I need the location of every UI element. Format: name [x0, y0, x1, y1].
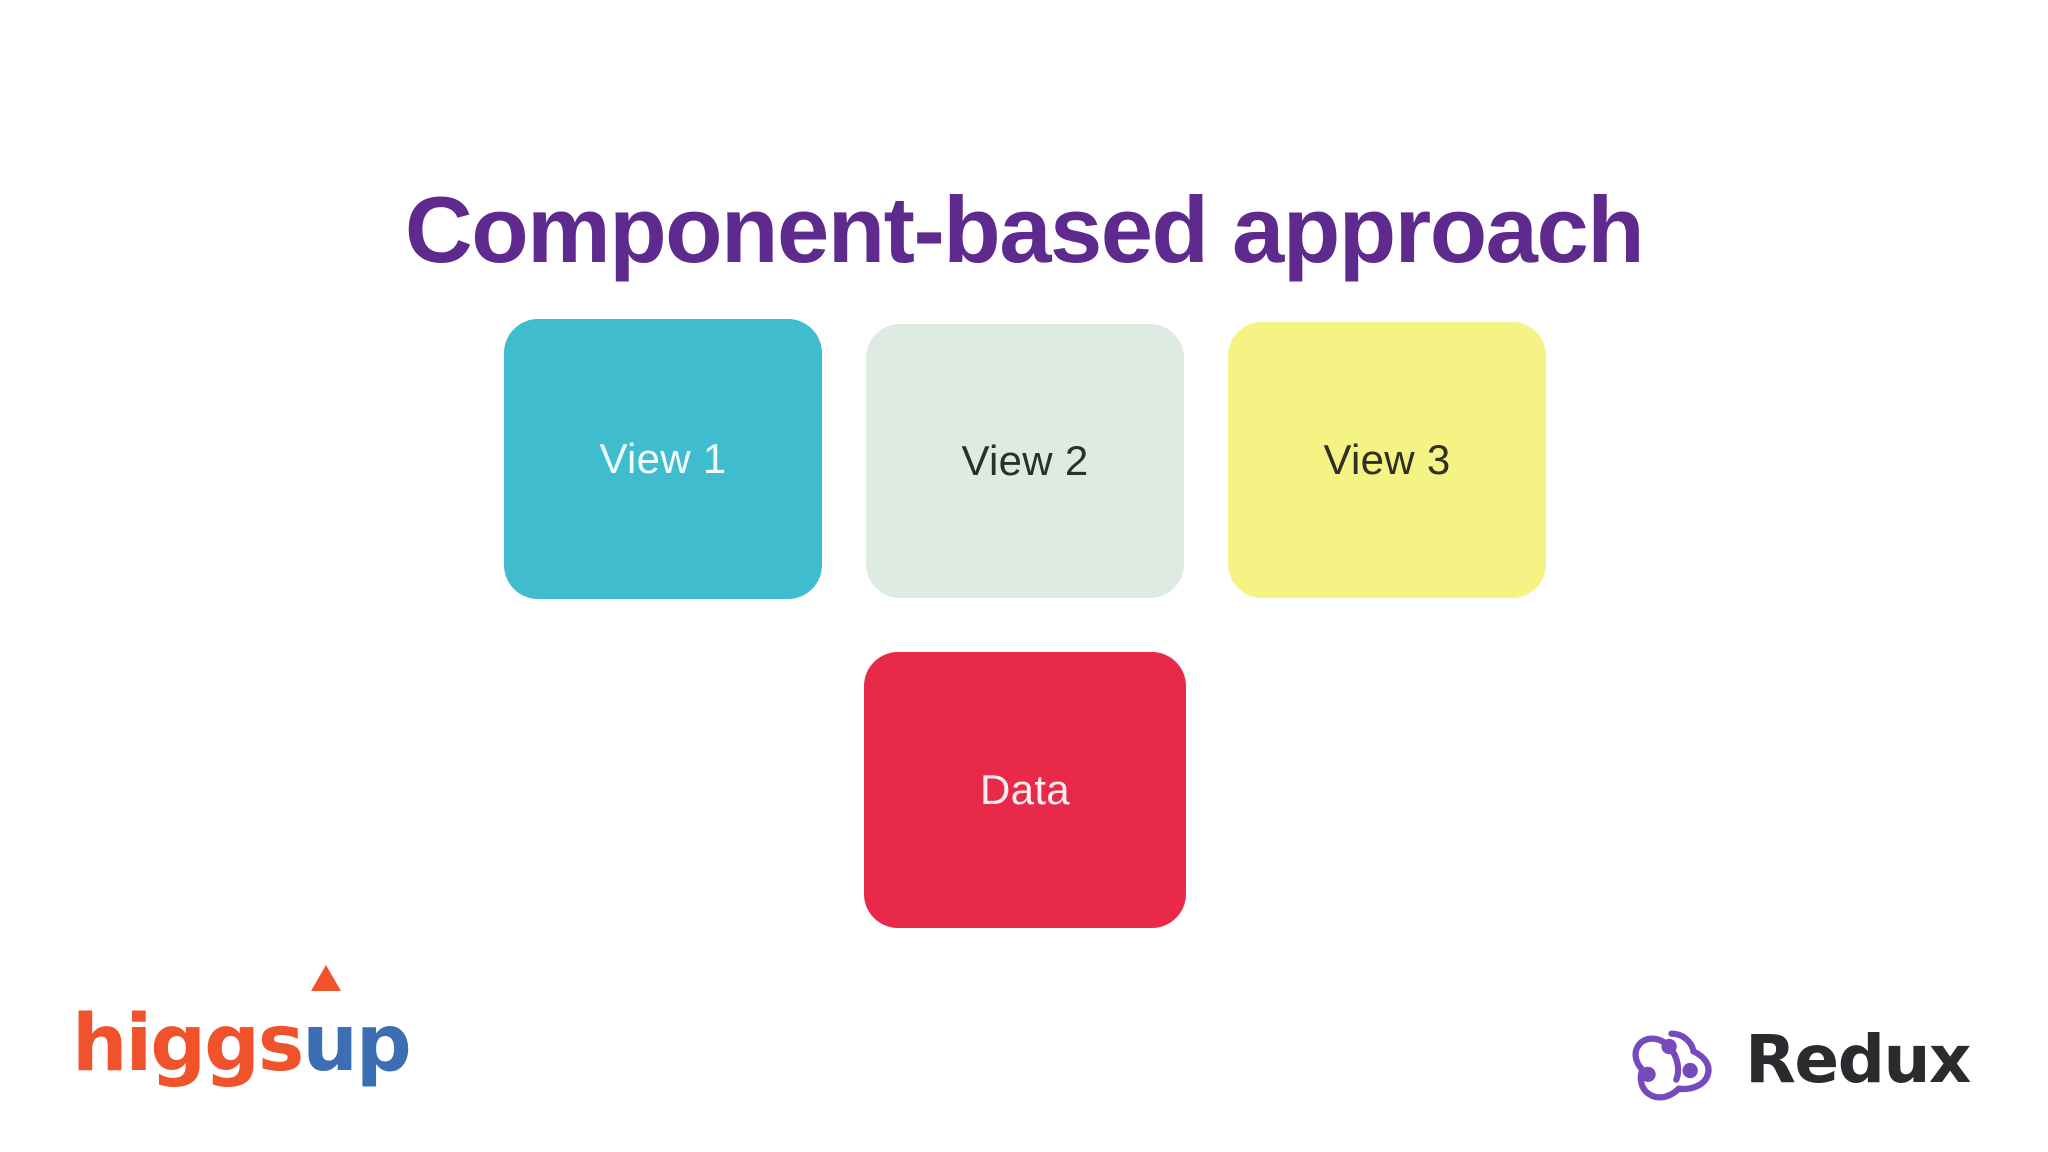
diagram-node-data[interactable]: Data: [864, 652, 1186, 928]
redux-orbital-icon: [1632, 1030, 1712, 1101]
higgsup-logo-text-higgs: higgs: [72, 999, 304, 1089]
triangle-caret-icon: [311, 965, 342, 991]
page-title: Component-based approach: [404, 176, 1645, 282]
diagram-node-view3[interactable]: View 3: [1228, 322, 1546, 598]
diagram-node-label: View 1: [599, 435, 727, 482]
redux-wordmark: Redux: [1745, 1021, 1971, 1098]
diagram-node-label: Data: [980, 766, 1070, 813]
diagram-node-label: View 2: [961, 437, 1089, 484]
diagram-node-view2[interactable]: View 2: [866, 324, 1184, 598]
diagram-node-view1[interactable]: View 1: [504, 319, 822, 599]
higgsup-logo-text-up: up: [302, 999, 411, 1089]
diagram-node-label: View 3: [1323, 436, 1451, 483]
higgsup-logo-up-group: up: [302, 965, 412, 1083]
redux-logo: Redux: [1623, 1012, 1971, 1108]
